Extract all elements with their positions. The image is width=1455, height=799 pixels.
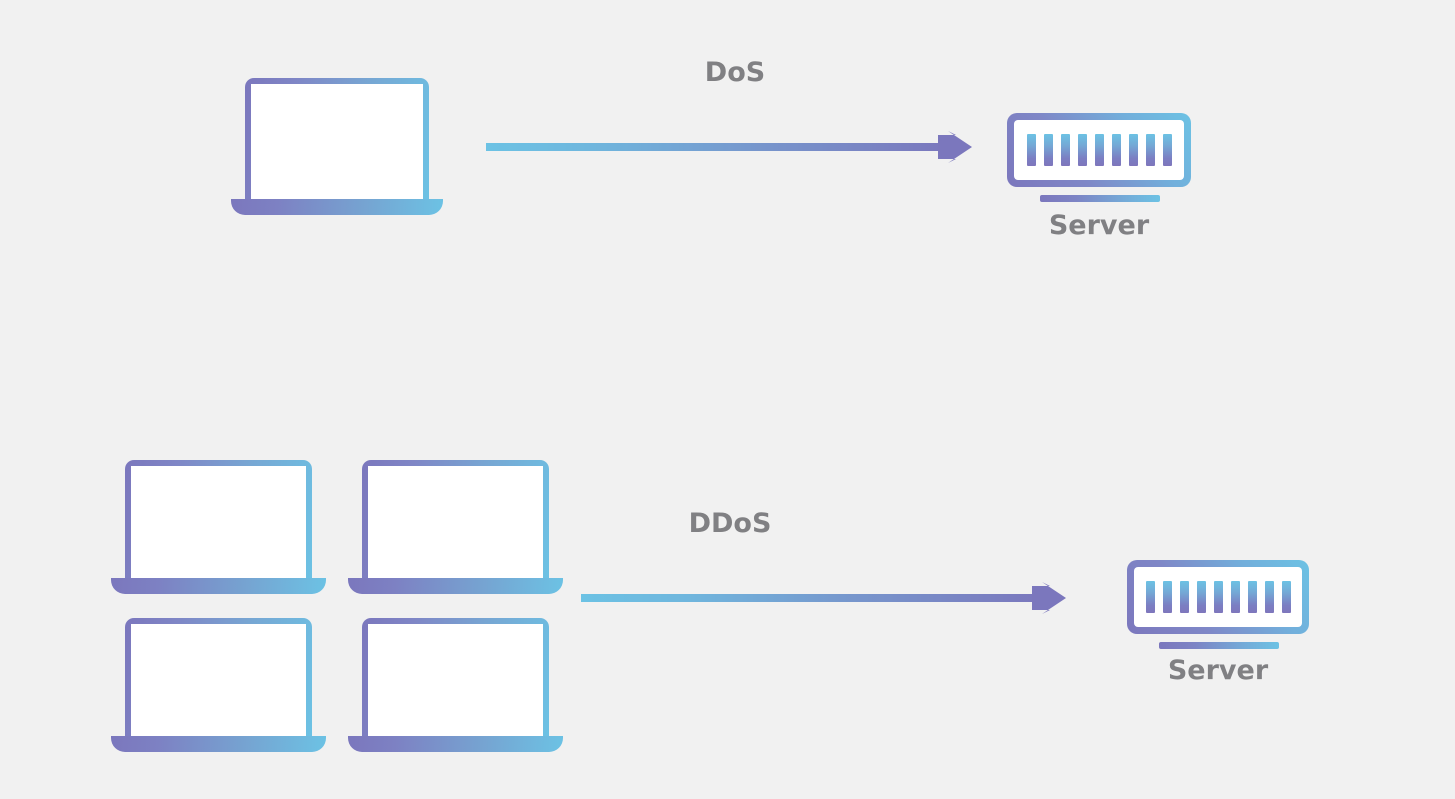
laptop-screen <box>131 624 306 737</box>
server-bar <box>1162 581 1172 613</box>
dos-server-label: Server <box>1048 210 1150 241</box>
ddos-client-laptop-4 <box>348 618 563 752</box>
laptop-base <box>348 736 563 752</box>
server-bar <box>1179 581 1189 613</box>
ddos-server-label: Server <box>1167 655 1269 686</box>
laptop-base <box>111 578 326 594</box>
server-bar <box>1026 134 1036 166</box>
server-bar <box>1060 134 1070 166</box>
laptop-screen <box>131 466 306 579</box>
server-bar <box>1094 134 1104 166</box>
server-bar <box>1145 581 1155 613</box>
dos-flow-label: DoS <box>704 57 766 88</box>
ddos-target-server: Server <box>1127 560 1309 690</box>
server-indicator-bars <box>1026 134 1172 166</box>
server-bar <box>1230 581 1240 613</box>
laptop-screen <box>368 466 543 579</box>
server-stand <box>1159 642 1279 649</box>
laptop-screen <box>251 84 423 200</box>
server-bar <box>1128 134 1138 166</box>
server-body-inner <box>1134 567 1302 627</box>
server-bar <box>1281 581 1291 613</box>
server-stand <box>1040 195 1160 202</box>
ddos-flow-label: DDoS <box>688 508 772 539</box>
laptop-base <box>111 736 326 752</box>
arrow-shaft <box>486 143 948 151</box>
server-indicator-bars <box>1145 581 1291 613</box>
dos-arrow <box>486 131 972 163</box>
server-bar <box>1145 134 1155 166</box>
dos-target-server: Server <box>1007 113 1191 245</box>
server-bar <box>1111 134 1121 166</box>
server-bar <box>1247 581 1257 613</box>
ddos-client-laptop-1 <box>111 460 326 594</box>
laptop-screen <box>368 624 543 737</box>
arrow-head-icon <box>1032 582 1066 614</box>
server-bar <box>1196 581 1206 613</box>
ddos-client-laptop-3 <box>111 618 326 752</box>
server-bar <box>1213 581 1223 613</box>
arrow-head-icon <box>938 131 972 163</box>
ddos-client-laptop-2 <box>348 460 563 594</box>
server-bar <box>1264 581 1274 613</box>
dos-client-laptop <box>231 78 443 215</box>
server-body <box>1127 560 1309 634</box>
server-body <box>1007 113 1191 187</box>
server-bar <box>1043 134 1053 166</box>
laptop-base <box>231 199 443 215</box>
ddos-arrow <box>581 582 1066 614</box>
laptop-base <box>348 578 563 594</box>
server-bar <box>1077 134 1087 166</box>
server-bar <box>1162 134 1172 166</box>
server-body-inner <box>1014 120 1184 180</box>
arrow-shaft <box>581 594 1042 602</box>
